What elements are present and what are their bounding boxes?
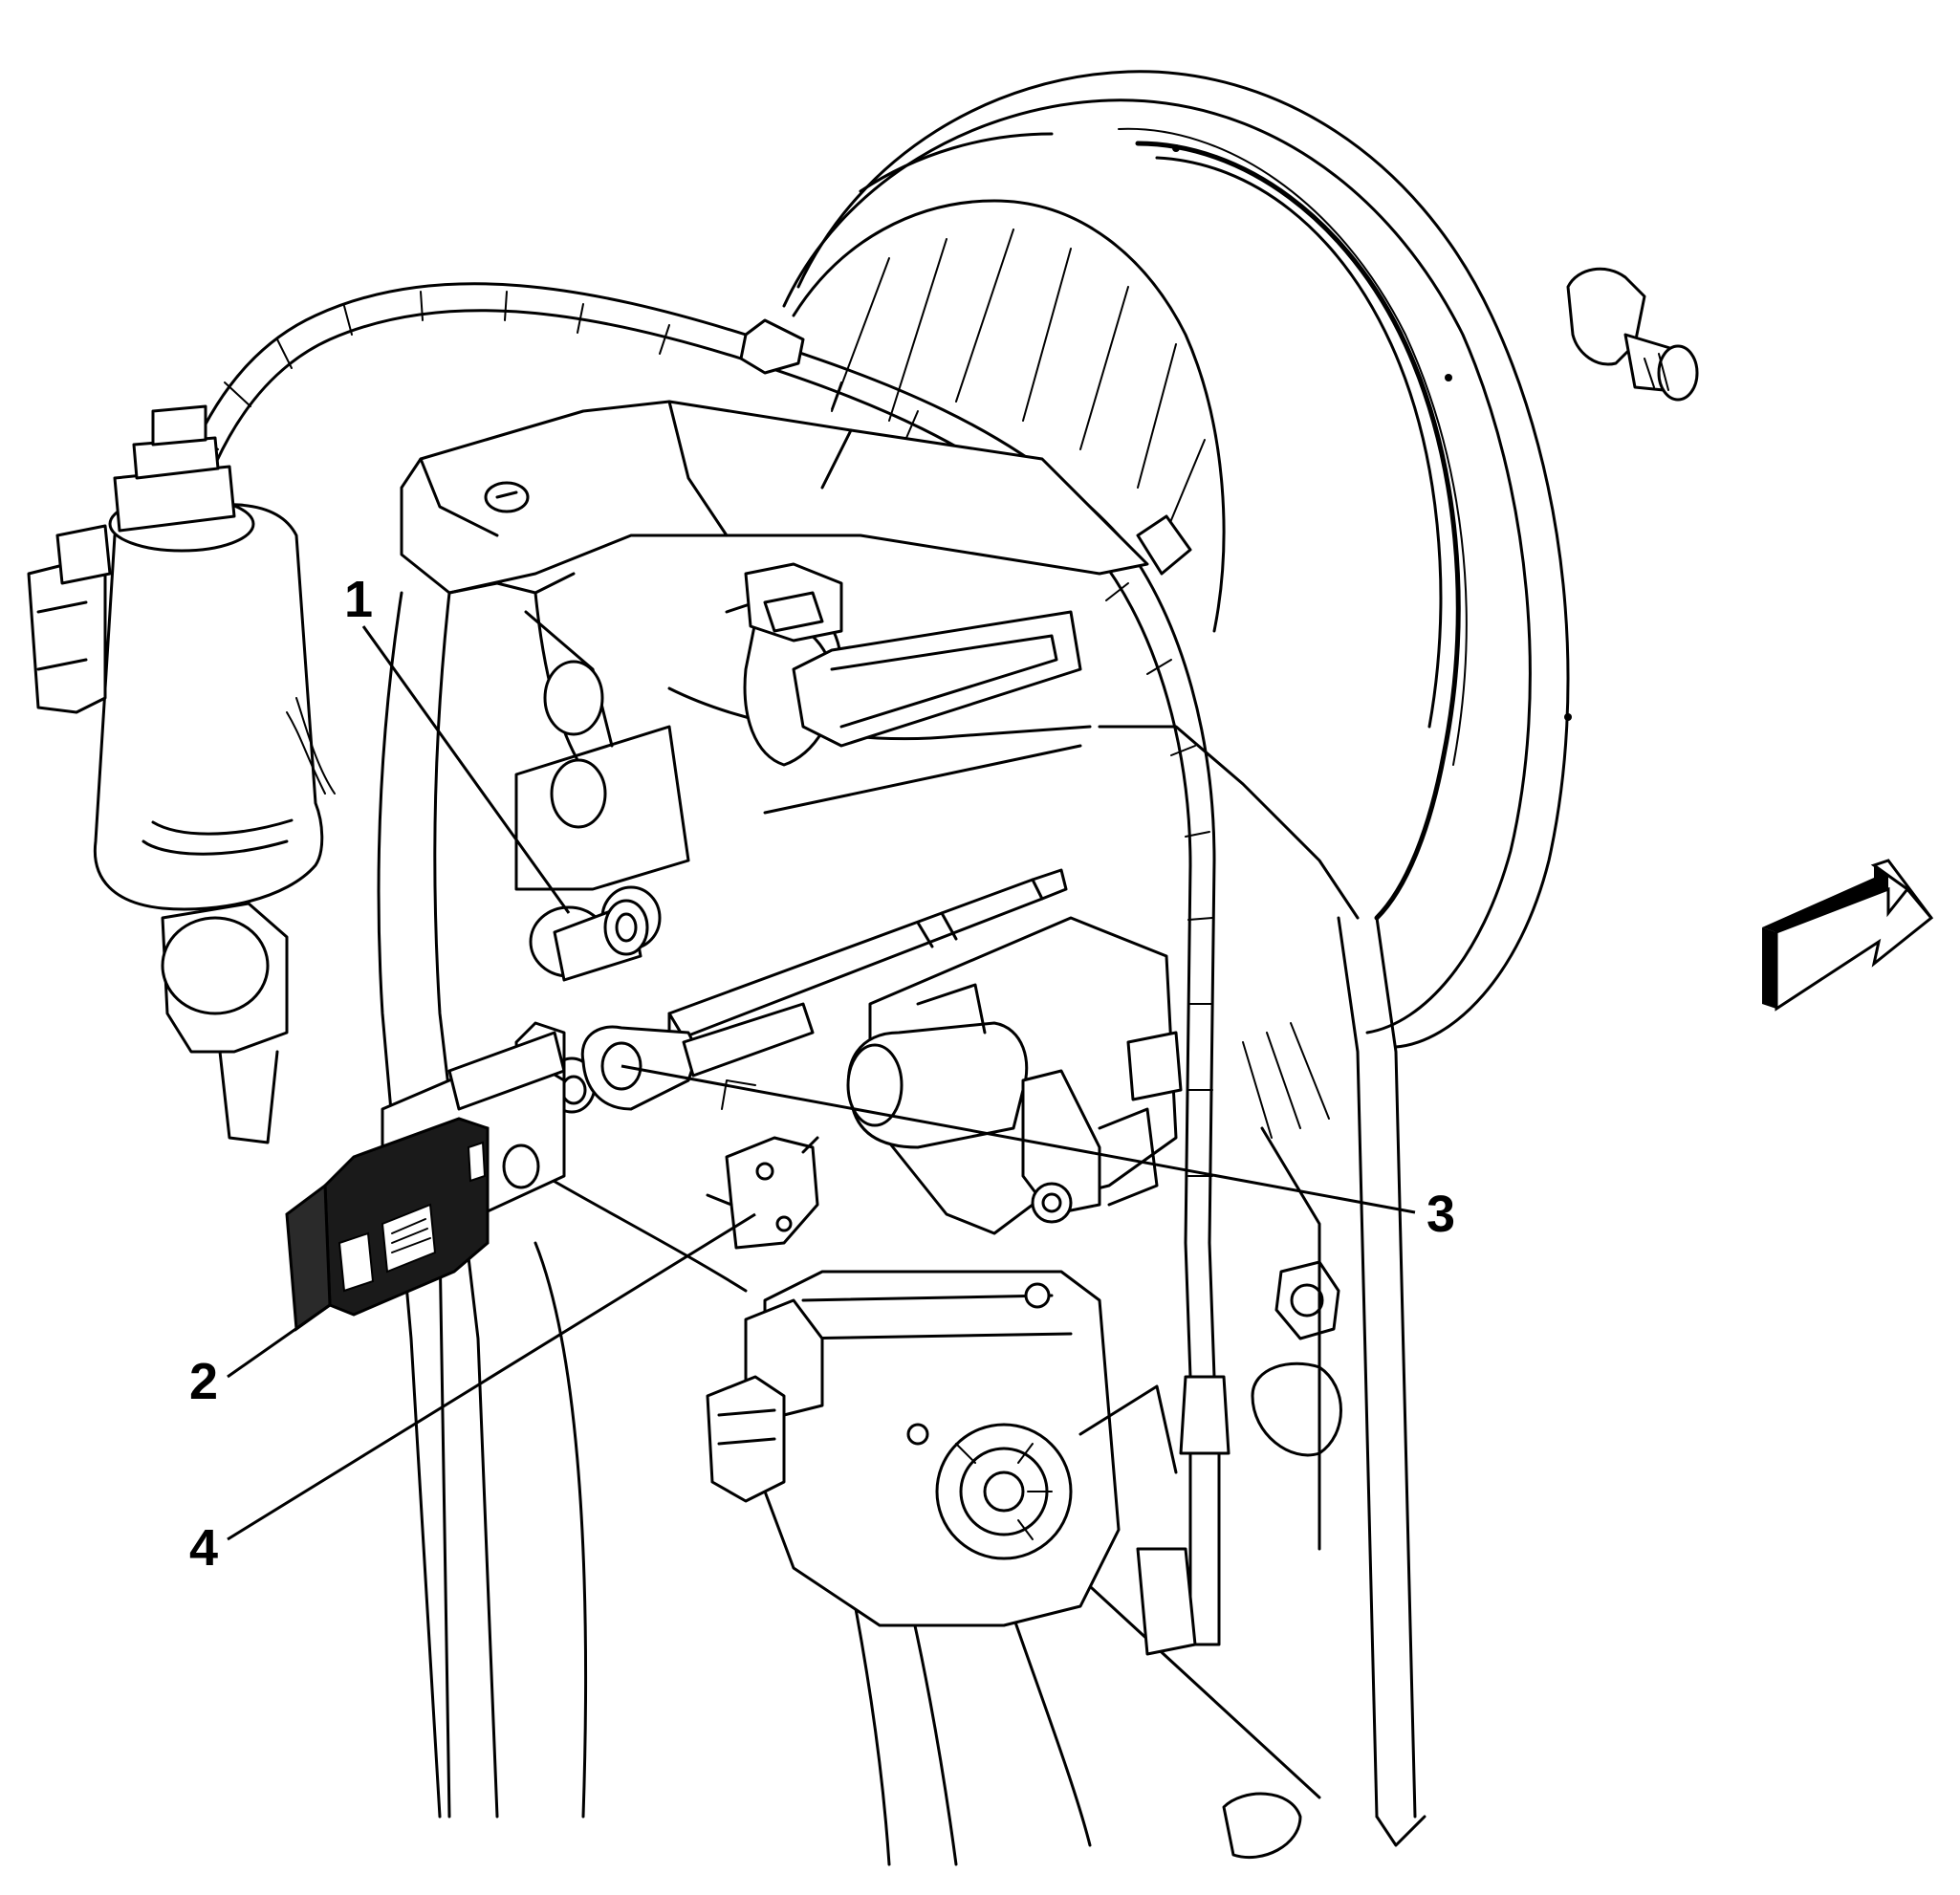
accelerator-pedal-position-module (706, 1270, 1197, 1656)
leader-line-2 (227, 1303, 331, 1379)
pedal-pivot-bushing (529, 899, 649, 982)
front-direction-arrow-icon (1762, 859, 1934, 1012)
adjuster-shaft (667, 868, 1068, 1082)
callout-4: 4 (189, 1519, 219, 1577)
leader-line-4 (227, 1212, 756, 1541)
callout-3: 3 (1426, 1186, 1456, 1243)
retaining-clip (706, 1079, 819, 1250)
leader-line-1 (361, 625, 571, 914)
callout-1: 1 (344, 571, 374, 628)
adjustable-pedal-position-sensor (285, 1021, 566, 1332)
brake-booster (782, 70, 1699, 1049)
adjustable-pedal-motor (27, 404, 336, 1144)
right-support-plate (1078, 725, 1426, 1860)
callout-2: 2 (189, 1353, 219, 1410)
wiring-harness (142, 282, 1230, 1646)
adjuster-link-bracket (580, 1002, 815, 1111)
pedal-carriage (846, 916, 1183, 1235)
leader-line-3 (621, 1064, 1416, 1214)
